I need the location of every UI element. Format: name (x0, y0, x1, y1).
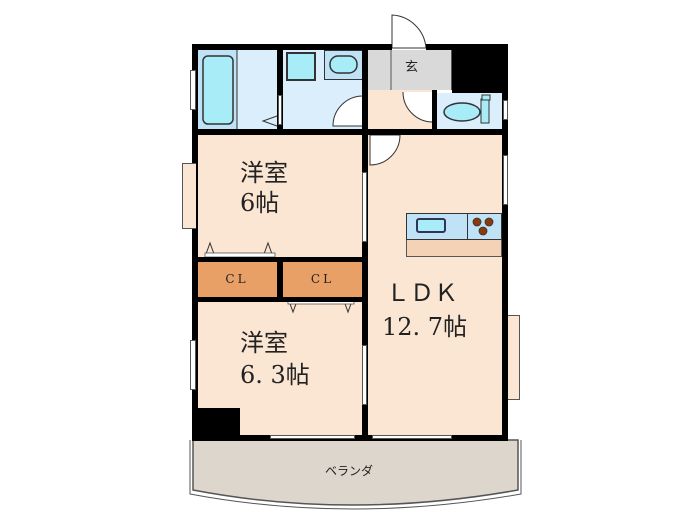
ldk-size: 12. 7帖 (382, 313, 468, 341)
sliding-door-room2-ldk (362, 345, 367, 405)
window-room-2 (190, 340, 196, 390)
western-room-1-name: 洋室 (240, 159, 288, 187)
ldk-floor (368, 135, 502, 435)
western-room-2-size: 6. 3帖 (240, 361, 310, 389)
sliding-door-room1-ldk (362, 172, 367, 242)
entrance-area (367, 50, 452, 90)
outer-wall-left (192, 44, 198, 441)
wall-hall-toilet (432, 90, 437, 134)
western-room-2-name: 洋室 (240, 329, 288, 357)
entrance-label: 玄 (405, 60, 419, 75)
kitchen-sink-icon (416, 218, 446, 233)
veranda-label: ベランダ (325, 464, 374, 478)
entrance-top-wall (367, 44, 392, 50)
wall-closet-bottom (192, 297, 364, 302)
window-bath (190, 70, 196, 110)
entrance-top-wall-2 (426, 44, 456, 50)
western-room-1-floor (197, 135, 362, 258)
closet-2: CL (283, 262, 362, 297)
kitchen-counter (406, 213, 502, 240)
column-bottom-left (192, 408, 240, 441)
closet-1-label: CL (225, 272, 249, 286)
window-ldk-upper (503, 155, 508, 205)
wall-row-1 (192, 129, 508, 135)
outer-wall-right (502, 44, 508, 441)
window-toilet (503, 100, 508, 120)
ldk-name: ＬＤＫ (386, 279, 458, 307)
sliding-door-room-2 (270, 435, 355, 439)
door-bath (278, 95, 282, 125)
closet-1: CL (197, 262, 277, 297)
closet-2-label: CL (310, 272, 335, 286)
wall-closet-mid (277, 257, 283, 302)
divider (467, 213, 468, 240)
window-ldk-bay (508, 315, 520, 400)
kitchen-counter-lower (406, 240, 502, 257)
sliding-door-ldk (372, 435, 452, 439)
wall-wash-entrance (362, 44, 368, 441)
western-room-1-size: 6帖 (240, 189, 280, 217)
window-room-1 (182, 163, 196, 229)
outer-wall-top-right (452, 44, 507, 93)
wall-bath-wash (277, 44, 283, 134)
